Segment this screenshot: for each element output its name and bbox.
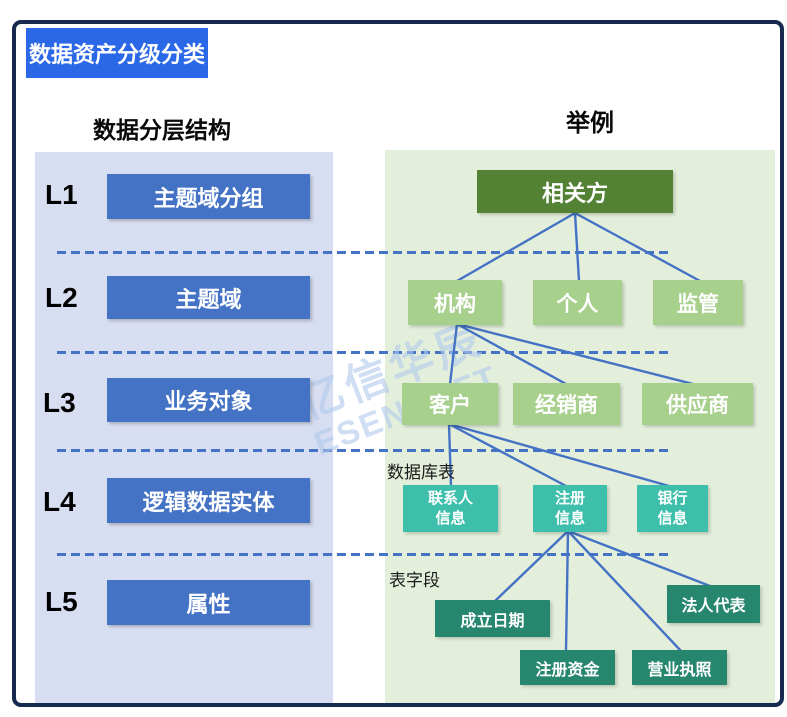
tree-node-l3-1: 客户 [402,383,498,425]
table-field-caption: 表字段 [389,571,440,590]
tree-node-l2-3: 监管 [653,280,743,325]
tree-node-l4-1: 联系人 信息 [403,485,498,532]
level-id-l1: L1 [45,179,78,210]
level-id-l5: L5 [45,586,78,617]
level-id-l2: L2 [45,282,78,313]
tree-node-l5-3: 营业执照 [632,650,727,685]
tree-node-l3-3: 供应商 [642,383,753,425]
tree-node-l5-1: 成立日期 [435,600,550,637]
right-column-header: 举例 [566,110,614,137]
level-separator-2 [57,351,668,354]
tree-node-l4-2: 注册 信息 [533,485,607,532]
level-separator-4 [57,553,668,556]
tree-node-l2-1: 机构 [408,280,502,325]
database-table-caption: 数据库表 [387,463,455,482]
page-title: 数据资产分级分类 [26,28,208,78]
diagram-frame [12,20,784,707]
level-id-l3: L3 [43,387,76,418]
tree-node-l5-4: 法人代表 [667,585,760,623]
level-separator-1 [57,251,668,254]
tree-node-l3-2: 经销商 [513,383,620,425]
level-box-l5: 属性 [107,580,310,625]
level-separator-3 [57,449,668,452]
level-box-l4: 逻辑数据实体 [107,478,310,523]
tree-node-l2-2: 个人 [533,280,622,325]
tree-node-l4-3: 银行 信息 [637,485,708,532]
level-id-l4: L4 [43,486,76,517]
left-column-header: 数据分层结构 [93,117,231,143]
level-box-l3: 业务对象 [107,378,310,422]
level-box-l1: 主题域分组 [107,174,310,219]
level-box-l2: 主题域 [107,276,310,319]
tree-node-root: 相关方 [477,170,673,213]
tree-node-l5-2: 注册资金 [520,650,615,685]
